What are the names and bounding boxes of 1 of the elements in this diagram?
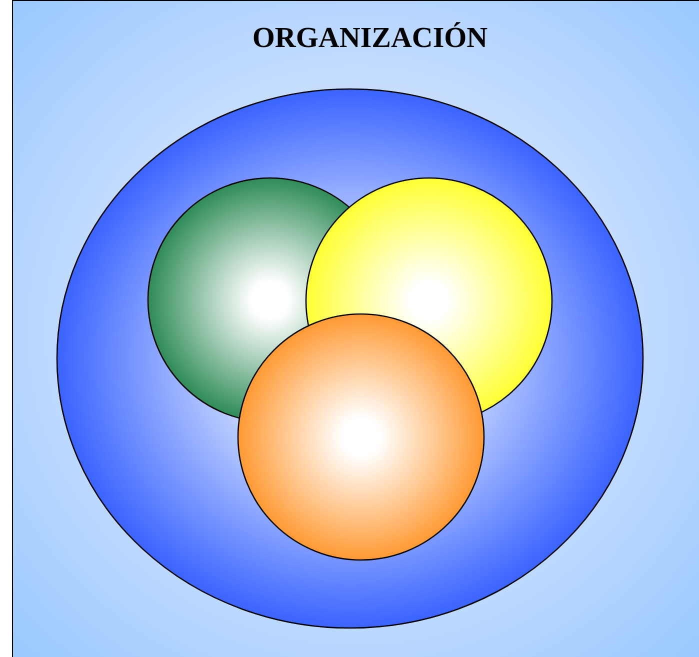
title: ORGANIZACIÓN bbox=[251, 21, 489, 56]
